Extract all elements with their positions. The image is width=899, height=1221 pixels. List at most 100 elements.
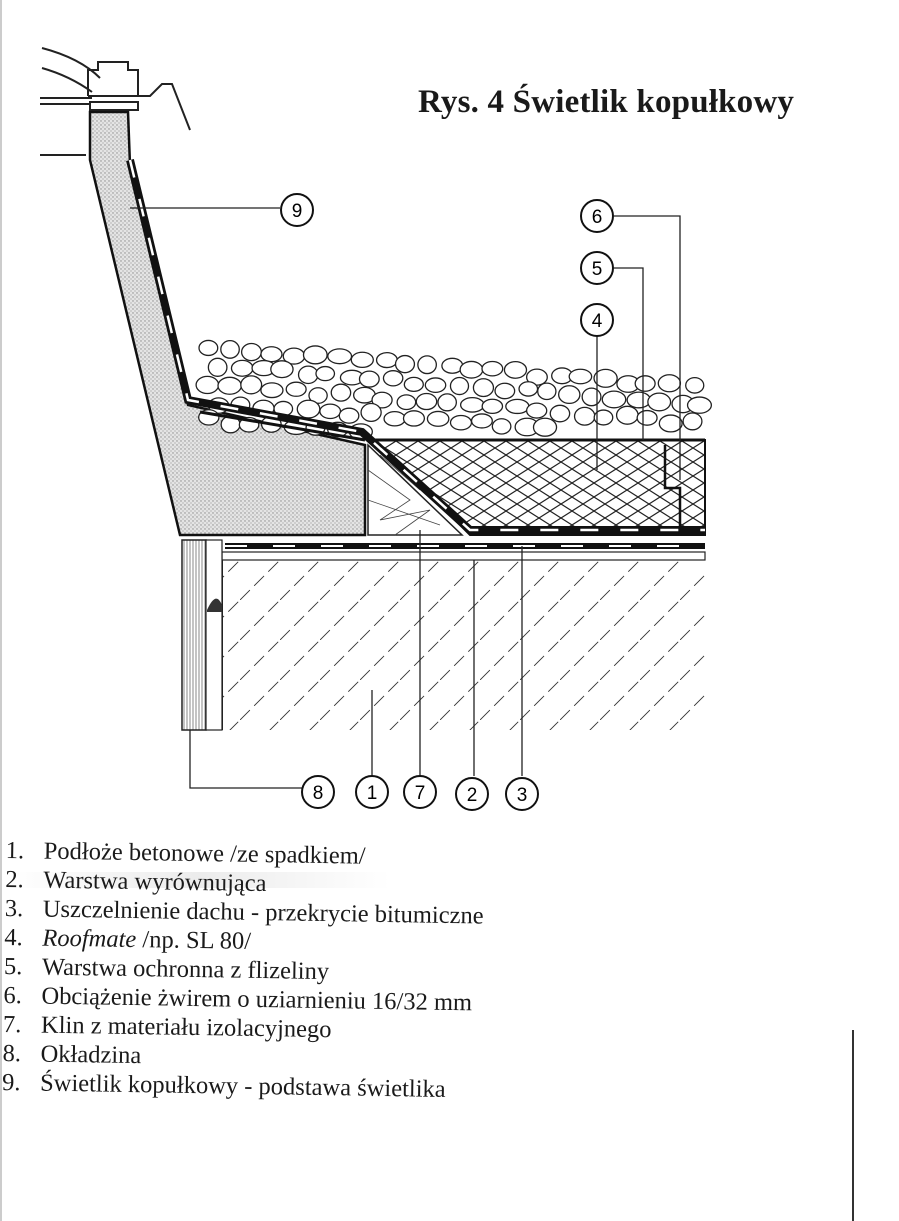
gravel-pebble — [220, 340, 240, 359]
gravel-pebble — [217, 376, 242, 395]
gravel-pebble — [449, 376, 470, 396]
gravel-pebble — [207, 357, 228, 377]
gravel-pebble — [396, 394, 417, 411]
bitumen-membrane — [126, 159, 705, 549]
gravel-pebble — [459, 396, 485, 413]
gravel-pebble — [491, 418, 512, 435]
legend-number: 7. — [2, 1010, 22, 1039]
legend-number: 2. — [5, 865, 24, 894]
gravel-pebble — [195, 375, 220, 395]
gravel-pebble — [319, 403, 342, 420]
legend-text: Okładzina — [40, 1040, 142, 1070]
gravel-pebble — [285, 381, 307, 397]
gravel-pebble — [402, 410, 426, 427]
legend-text-italic: Roofmate — [42, 924, 137, 954]
callout-8: 8 — [301, 775, 335, 809]
gravel-pebble — [657, 374, 682, 393]
scan-smudge — [10, 872, 390, 888]
gravel-pebble — [417, 355, 437, 375]
callout-label: 6 — [592, 207, 603, 228]
gravel-pebble — [685, 376, 705, 394]
gravel-pebble — [481, 360, 504, 377]
gravel-pebble — [371, 391, 393, 409]
legend-text: Warstwa ochronna z flizeliny — [41, 953, 330, 986]
callout-1: 1 — [355, 775, 389, 809]
gravel-pebble — [198, 339, 219, 357]
legend-number: 8. — [2, 1039, 22, 1068]
gravel-pebble — [593, 368, 618, 388]
legend-text: Warstwa wyrównująca — [43, 866, 267, 898]
legend-number: 6. — [3, 981, 23, 1010]
gravel-pebble — [634, 375, 656, 392]
gravel-pebble — [260, 346, 283, 363]
gravel-pebble — [296, 399, 321, 419]
callout-label: 5 — [592, 259, 603, 280]
levelling-layer — [221, 551, 706, 561]
gravel-pebble — [240, 342, 262, 362]
gravel-pebble — [358, 370, 380, 388]
gravel-pebble — [505, 398, 530, 415]
legend-text: /np. SL 80/ — [136, 926, 252, 955]
scan-border-line — [852, 1030, 854, 1221]
gravel-pebble — [437, 393, 457, 412]
callout-9: 9 — [280, 193, 314, 227]
legend-number: 9. — [1, 1068, 21, 1097]
legend-text: Klin z materiału izolacyjnego — [40, 1011, 332, 1044]
callout-4: 4 — [580, 303, 614, 337]
gravel-pebble — [686, 396, 713, 414]
callout-label: 4 — [592, 311, 603, 332]
gravel-pebble — [302, 345, 328, 365]
legend-item: 9. Świetlik kopułkowy - podstawa świetlik… — [2, 1068, 481, 1105]
legend-number: 3. — [4, 894, 24, 923]
dome-edge — [40, 47, 191, 156]
callout-5: 5 — [580, 251, 614, 285]
callout-2: 2 — [455, 777, 489, 811]
gravel-pebble — [383, 411, 406, 427]
gravel-pebble — [240, 375, 263, 395]
gravel-pebble — [426, 410, 450, 427]
gravel-pebble — [537, 382, 557, 401]
scan-edge — [0, 0, 2, 1221]
concrete-slab — [222, 560, 705, 730]
legend-list: 1.Podłoże betonowe /ze spadkiem/ 2.Warst… — [2, 836, 485, 1104]
gravel-pebble — [503, 360, 528, 379]
gravel-pebble — [403, 376, 424, 393]
gravel-pebble — [375, 351, 398, 369]
gravel-pebble — [470, 413, 493, 429]
skylight-base — [88, 110, 367, 537]
gravel-pebble — [260, 382, 284, 399]
leader-lines — [130, 207, 681, 789]
gravel-pebble — [415, 392, 438, 411]
gravel-pebble — [557, 385, 581, 405]
legend-number: 5. — [3, 952, 23, 981]
legend-number: 4. — [4, 923, 23, 952]
gravel-pebble — [581, 387, 602, 407]
callout-label: 8 — [313, 783, 324, 804]
legend-text: Świetlik kopułkowy - podstawa świetlika — [39, 1069, 446, 1103]
callout-label: 3 — [517, 785, 528, 806]
callout-label: 1 — [367, 783, 378, 804]
gravel-pebble — [549, 404, 571, 423]
legend-number: 1. — [5, 836, 25, 865]
gravel-pebble — [315, 365, 336, 382]
callout-label: 9 — [292, 201, 303, 222]
gravel-pebble — [270, 360, 294, 379]
gravel-pebble — [449, 414, 473, 431]
gravel-pebble — [601, 390, 627, 409]
gravel-pebble — [308, 387, 328, 404]
gravel-pebble — [568, 368, 593, 385]
gravel-pebble — [494, 382, 516, 400]
gravel-pebble — [360, 402, 382, 423]
gravel-pebble — [382, 370, 404, 387]
gravel-pebble — [593, 409, 614, 426]
gravel-pebble — [330, 383, 352, 402]
gravel-pebble — [338, 407, 360, 424]
gravel-pebble — [647, 392, 672, 412]
gravel-pebble — [350, 351, 374, 369]
gravel-pebble — [472, 378, 495, 398]
gravel-pebble — [481, 398, 504, 415]
gravel-pebble — [615, 405, 639, 425]
gravel-pebble — [658, 414, 683, 433]
gravel-pebble — [297, 365, 319, 385]
gravel-pebble — [230, 359, 254, 377]
